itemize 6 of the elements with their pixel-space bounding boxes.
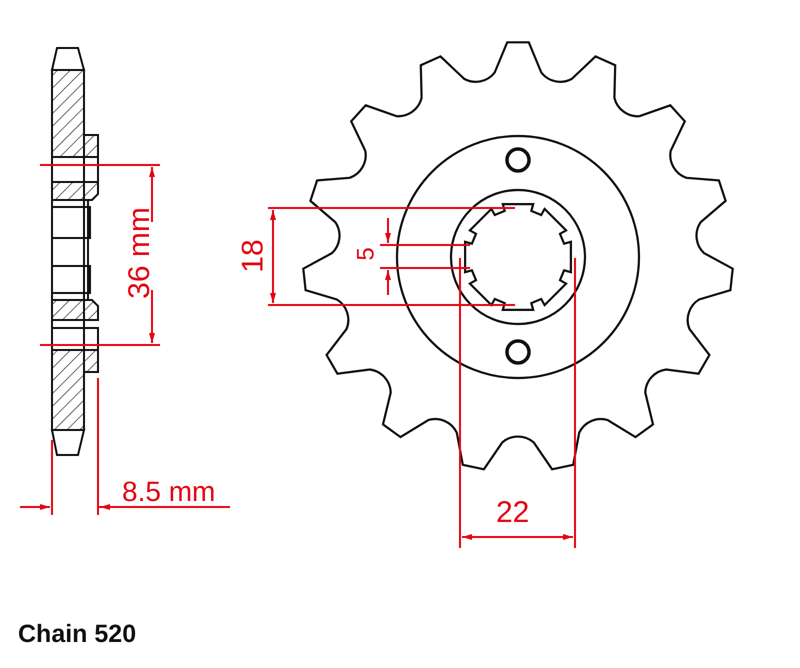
dimension-label: 18: [238, 239, 269, 273]
dimension-label: 22: [496, 498, 530, 528]
dimension-label: 8.5 mm: [122, 478, 216, 506]
dimension-label: 5: [354, 247, 379, 261]
dimension-label: 36 mm: [124, 207, 155, 299]
chain-size-label: Chain 520: [18, 622, 136, 647]
